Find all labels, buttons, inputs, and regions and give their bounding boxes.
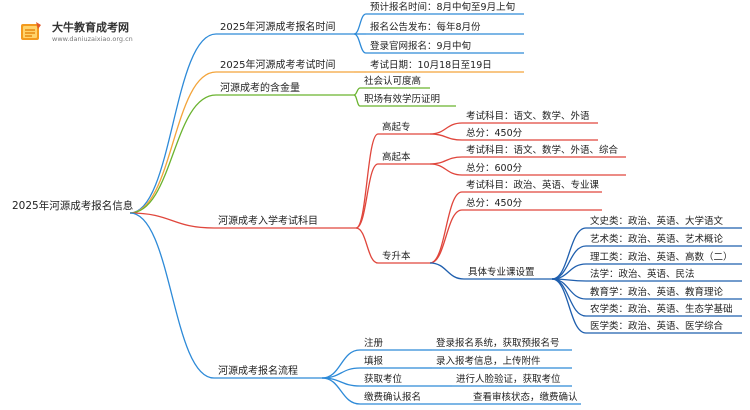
connector-branches-2-children-0 [353, 87, 361, 96]
book-logo-icon [21, 22, 41, 40]
connector-branches-3-children-2-children-1 [429, 209, 463, 264]
connector-branches-3-children-2-children-0 [429, 191, 463, 264]
node-label-branches-4-children-0: 注册 [364, 337, 384, 349]
connector-branches-0-children-2 [353, 33, 367, 54]
connector-branches-0 [129, 33, 217, 214]
connector-branches-0-children-0 [353, 13, 367, 35]
site-logo: 大牛教育成考网 www.daniuzaixiao.org.cn [14, 18, 184, 52]
node-label-branches-3-children-1: 高起本 [382, 151, 411, 163]
node-label-branches-0-children-2: 登录官网报名：9月中旬 [370, 40, 471, 52]
connector-branches-2 [129, 94, 217, 214]
connector-branches-4-children-3 [321, 377, 361, 405]
node-label-branches-4-children-3: 缴费确认报名 [364, 391, 421, 403]
node-label-branches-3-children-0: 高起专 [382, 121, 411, 133]
connector-branches-3-children-2-children-2-children-1 [551, 245, 587, 280]
node-label-branches-3-children-2-children-2-children-5: 农学类：政治、英语、生态学基础 [590, 303, 733, 315]
node-label-branches-3-children-0-children-0: 考试科目：语文、数学、外语 [466, 110, 590, 122]
node-label-branches-4-children-2: 获取考位 [364, 373, 403, 385]
node-label-branches-3-children-2-children-2-children-0: 文史类：政治、英语、大学语文 [590, 215, 724, 227]
node-label-branches-4: 河源成考报名流程 [218, 364, 298, 377]
node-label-branches-2-children-0: 社会认可度高 [364, 75, 421, 87]
node-label-branches-4-children-0-children-0: 登录报名系统，获取预报名号 [436, 337, 560, 349]
node-label-branches-4-children-1-children-0: 录入报考信息，上传附件 [436, 355, 541, 367]
connector-branches-4 [129, 212, 215, 379]
connector-branches-3-children-0 [355, 133, 379, 229]
node-label-branches-1: 2025年河源成考考试时间 [220, 58, 335, 71]
connector-branches-3-children-2-children-2-children-5 [551, 278, 587, 317]
node-label-branches-3-children-0-children-1: 总分：450分 [466, 127, 523, 139]
connector-branches-3-children-0-children-0 [429, 122, 463, 135]
connector-branches-3-children-2 [355, 227, 379, 264]
connector-branches-3 [129, 212, 215, 229]
node-label-branches-0-children-0: 预计报名时间：8月中旬至9月上旬 [370, 1, 515, 13]
node-label-branches-4-children-1: 填报 [364, 355, 384, 367]
node-label-branches-3-children-1-children-0: 考试科目：语文、数学、外语、综合 [466, 144, 619, 156]
node-label-root: 2025年河源成考报名信息 [12, 199, 133, 212]
connector-branches-2-children-1 [353, 94, 361, 107]
node-label-branches-3-children-2: 专升本 [382, 250, 411, 262]
connector-branches-3-children-1 [355, 163, 379, 229]
node-label-branches-2-children-1: 职场有效学历证明 [364, 93, 440, 105]
connector-branches-3-children-1-children-1 [429, 163, 463, 176]
connector-branches-3-children-2-children-2 [429, 262, 465, 280]
connector-branches-3-children-2-children-2-children-6 [551, 278, 587, 334]
node-label-branches-3-children-2-children-0: 考试科目：政治、英语、专业课 [466, 179, 600, 191]
node-label-branches-3-children-2-children-2-children-1: 艺术类：政治、英语、艺术概论 [590, 233, 724, 245]
connector-branches-3-children-0-children-1 [429, 133, 463, 141]
node-label-branches-3-children-2-children-2-children-3: 法学：政治、英语、民法 [590, 268, 695, 280]
node-label-branches-2: 河源成考的含金量 [220, 81, 300, 94]
node-label-branches-3-children-2-children-1: 总分：450分 [466, 197, 523, 209]
node-label-branches-1-children-0: 考试日期：10月18日至19日 [370, 59, 492, 71]
connector-branches-1 [129, 71, 217, 214]
node-label-branches-3-children-2-children-2: 具体专业课设置 [468, 266, 535, 278]
node-label-branches-3-children-1-children-1: 总分：600分 [466, 162, 523, 174]
node-label-branches-0-children-1: 报名公告发布：每年8月份 [370, 21, 481, 33]
node-label-branches-3-children-2-children-2-children-2: 理工类：政治、英语、高数（二） [590, 251, 733, 263]
node-label-branches-3-children-2-children-2-children-6: 医学类：政治、英语、医学综合 [590, 320, 724, 332]
logo-name: 大牛教育成考网 [52, 21, 129, 34]
node-label-branches-4-children-3-children-0: 查看审核状态，缴费确认 [473, 391, 578, 403]
connector-branches-3-children-1-children-0 [429, 156, 463, 165]
node-label-branches-0: 2025年河源成考报名时间 [220, 20, 335, 33]
logo-url: www.daniuzaixiao.org.cn [52, 35, 133, 43]
node-label-branches-3-children-2-children-2-children-4: 教育学：政治、英语、教育理论 [590, 286, 724, 298]
node-label-branches-3: 河源成考入学考试科目 [218, 214, 318, 227]
connector-branches-4-children-0 [321, 349, 361, 379]
node-label-branches-4-children-2-children-0: 进行人脸验证，获取考位 [456, 373, 561, 385]
